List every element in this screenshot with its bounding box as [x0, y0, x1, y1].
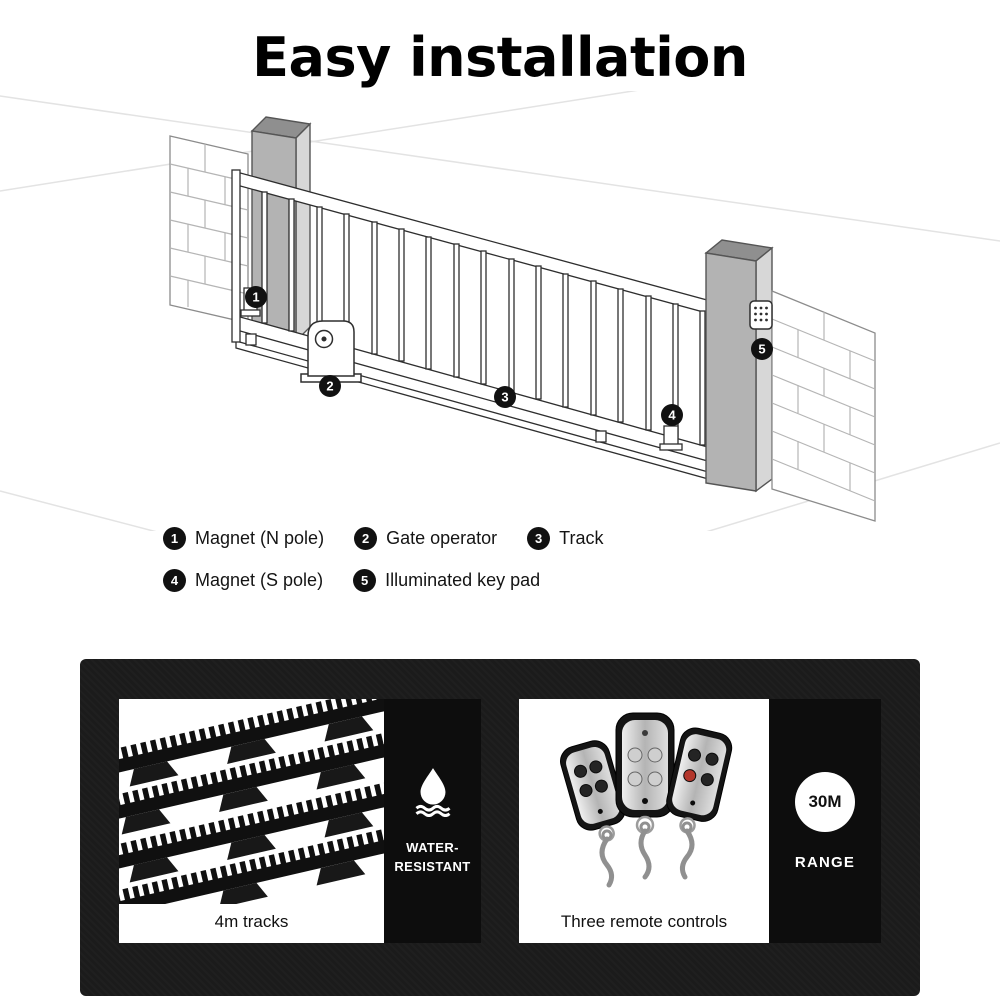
- legend-item-magnet-s: 4 Magnet (S pole): [163, 568, 324, 592]
- callout-2: 2: [319, 375, 341, 397]
- legend-item-gate-operator: 2 Gate operator: [354, 526, 498, 550]
- legend-item-magnet-n: 1 Magnet (N pole): [163, 526, 325, 550]
- legend-label: Magnet (N pole): [195, 527, 325, 548]
- tracks-card: 4m tracks WATER- RESISTANT: [119, 699, 481, 943]
- left-brick-wall: [169, 135, 249, 324]
- right-gate-post: [704, 239, 774, 493]
- remotes-card-main: Three remote controls: [519, 699, 769, 943]
- tracks-caption: 4m tracks: [119, 910, 384, 934]
- tracks-card-main: 4m tracks: [119, 699, 384, 943]
- legend-number: 3: [527, 526, 551, 550]
- water-resistant-badge: WATER- RESISTANT: [384, 699, 481, 943]
- legend-row-1: 1 Magnet (N pole) 2 Gate operator 3 Trac…: [163, 517, 1000, 559]
- installation-diagram: 1 2 3 4 5: [0, 91, 1000, 531]
- legend-number: 4: [163, 568, 186, 592]
- legend: 1 Magnet (N pole) 2 Gate operator 3 Trac…: [163, 517, 1000, 601]
- gate-bars: [261, 191, 706, 446]
- water-drop-icon: [415, 768, 450, 818]
- perspective-lines: [0, 91, 1000, 531]
- callout-3: 3: [494, 386, 516, 408]
- legend-row-2: 4 Magnet (S pole) 5 Illuminated key pad: [163, 559, 1000, 601]
- remotes-caption: Three remote controls: [519, 910, 769, 934]
- legend-number: 5: [353, 568, 377, 592]
- page-title: Easy installation: [252, 26, 748, 89]
- remote-controls-image: [560, 712, 733, 888]
- legend-label: Magnet (S pole): [195, 569, 324, 590]
- callout-3-number: 3: [501, 390, 508, 405]
- callout-1-number: 1: [252, 290, 259, 305]
- callout-5-number: 5: [758, 342, 765, 357]
- right-brick-wall: [771, 290, 876, 522]
- gate-operator: [300, 320, 362, 383]
- remote-center: [615, 712, 675, 835]
- gate-diagram-drawing: 1 2 3 4 5: [0, 91, 1000, 531]
- range-circle-badge: 30M: [795, 771, 855, 832]
- illuminated-keypad: [749, 300, 773, 330]
- callout-5: 5: [751, 338, 773, 360]
- legend-label: Illuminated key pad: [385, 569, 541, 590]
- gear-tracks-image: [119, 699, 384, 904]
- features-section: 4m tracks WATER- RESISTANT: [80, 659, 920, 996]
- remote-left: [560, 740, 626, 842]
- legend-item-track: 3 Track: [527, 526, 604, 550]
- callout-1: 1: [245, 286, 267, 308]
- water-resistant-line2: RESISTANT: [394, 859, 471, 874]
- legend-label: Gate operator: [386, 527, 498, 548]
- callout-4: 4: [661, 404, 683, 426]
- water-resistant-line1: WATER-: [406, 840, 459, 856]
- remote-right: [666, 727, 733, 834]
- magnet-s-pole: [659, 425, 683, 451]
- callout-4-number: 4: [668, 408, 676, 423]
- key-clasps: [599, 821, 695, 888]
- legend-number: 1: [163, 526, 186, 550]
- legend-number: 2: [354, 526, 378, 550]
- remotes-card: Three remote controls 30M RANGE: [519, 699, 881, 943]
- range-badge: 30M RANGE: [769, 699, 881, 943]
- callout-2-number: 2: [326, 379, 333, 394]
- legend-label: Track: [559, 527, 604, 548]
- range-label: RANGE: [794, 853, 856, 871]
- left-gate-post: [250, 116, 312, 343]
- legend-item-keypad: 5 Illuminated key pad: [353, 568, 541, 592]
- water-resistant-label: WATER- RESISTANT: [394, 839, 470, 877]
